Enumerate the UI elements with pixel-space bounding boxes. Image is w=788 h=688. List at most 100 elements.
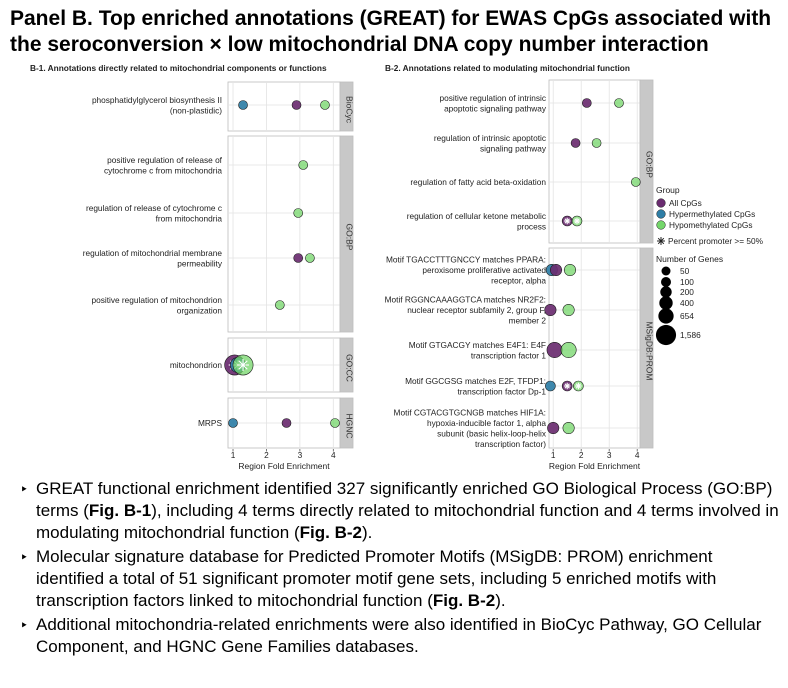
dot-hypo [275,300,285,310]
row-label: transcription factor) [475,439,546,449]
promoter-star [575,382,582,390]
findings-list: GREAT functional enrichment identified 3… [20,478,782,660]
dot-hyper [545,380,556,392]
data-point [591,138,602,148]
size-legend-dot [660,286,672,298]
legend-dot-all [656,198,666,208]
x-tick-label: 1 [551,450,556,460]
row-label: peroxisome proliferative activated [422,265,546,275]
bullet-text: ). [495,591,506,610]
dot-all [546,342,563,358]
chart-title: B-1. Annotations directly related to mit… [30,63,327,73]
bullet-text: GREAT functional enrichment identified 3… [36,479,773,520]
dot-all [581,98,592,108]
dot-hypo [591,138,602,148]
data-point [562,421,575,435]
row-label: regulation of fatty acid beta-oxidation [410,177,546,187]
data-point [275,300,285,310]
row-label: cytochrome c from mitochondria [104,165,222,175]
dot-hypo [320,100,330,110]
x-tick-label: 1 [231,450,236,460]
row-label: transcription factor 1 [471,350,547,360]
data-point [560,342,577,358]
data-point [320,100,330,110]
facet-strip [339,135,354,333]
facet-strip [339,397,354,449]
x-tick-label: 2 [264,450,269,460]
dot-all [549,263,563,277]
dot-hyper [228,418,238,428]
facet-label: MSigDB:PROM [645,321,655,380]
legend-title: Group [656,185,680,195]
data-point [238,100,248,110]
dot-hypo [305,253,315,263]
title-line-1: Panel B. Top enriched annotations (GREAT… [10,7,772,30]
data-point [298,160,309,170]
row-label: Motif RGGNCAAAGGTCA matches NR2F2: [385,295,546,305]
promoter-star-ray [574,218,580,224]
data-point [281,418,292,428]
data-point [549,263,563,277]
promoter-star-ray [238,360,248,370]
finding-bullet-2: Molecular signature database for Predict… [20,546,782,612]
chart-title: B-2. Annotations related to modulating m… [385,63,630,73]
dot-hypo [293,208,304,218]
data-point [545,380,556,392]
dot-hypo [614,98,624,108]
row-label: positive regulation of release of [107,155,223,165]
facet-label: GO:BP [345,224,355,251]
facet-strip [639,79,654,244]
panel-frame [548,79,641,244]
row-label: nuclear receptor subfamily 2, group F, [407,305,546,315]
facet-strip [339,337,354,393]
row-label: receptor, alpha [491,276,546,286]
figure-ref: Fig. B-1 [88,501,152,520]
promoter-star [573,217,581,225]
facet-panel [548,79,654,244]
facet-label: BioCyc [345,96,355,124]
dot-hypo [562,421,575,435]
title-line-2: the seroconversion × low mitochondrial D… [10,33,709,56]
data-point [291,100,302,110]
row-label: regulation of mitochondrial membrane [83,248,223,258]
promoter-star [563,217,571,225]
finding-bullet-1: GREAT functional enrichment identified 3… [20,478,782,544]
data-point [581,98,592,108]
x-tick-label: 4 [331,450,336,460]
legend-label: All CpGs [669,198,702,208]
size-legend-dot [661,266,671,276]
size-legend-dot [655,324,677,346]
dot-all [570,138,581,148]
data-point [563,263,577,277]
data-point [293,208,304,218]
row-label: permeability [177,258,223,268]
bullet-text: ), including 4 terms directly related to… [36,501,779,542]
promoter-star-ray [564,383,570,389]
facet-label: GO:CC [345,354,355,382]
row-label: signaling pathway [480,143,547,153]
legend-label: Hypermethylated CpGs [669,209,755,219]
x-axis-label: Region Fold Enrichment [238,461,330,471]
dot-all [281,418,292,428]
dot-hypo [298,160,309,170]
facet-strip [339,81,354,132]
size-legend-dot [661,277,671,287]
row-label: positive regulation of mitochondrion [91,295,222,305]
data-point [562,303,575,317]
row-label: phosphatidylglycerol biosynthesis II [92,95,222,105]
data-point [330,418,340,428]
promoter-star-ray [575,383,582,389]
size-legend-label: 654 [680,311,694,321]
size-legend-dot [658,308,674,324]
dot-hypo [630,177,641,187]
x-tick-label: 3 [298,450,303,460]
row-label: organization [177,305,223,315]
data-point [305,253,315,263]
bullet-text: ). [362,523,373,542]
dot-all [547,421,560,435]
dot-hypo [563,263,577,277]
row-label: Motif TGACCTTTGNCCY matches PPARA: [386,255,546,265]
data-point [547,421,560,435]
legend-label: Hypomethylated CpGs [669,220,752,230]
row-label: process [517,221,546,231]
